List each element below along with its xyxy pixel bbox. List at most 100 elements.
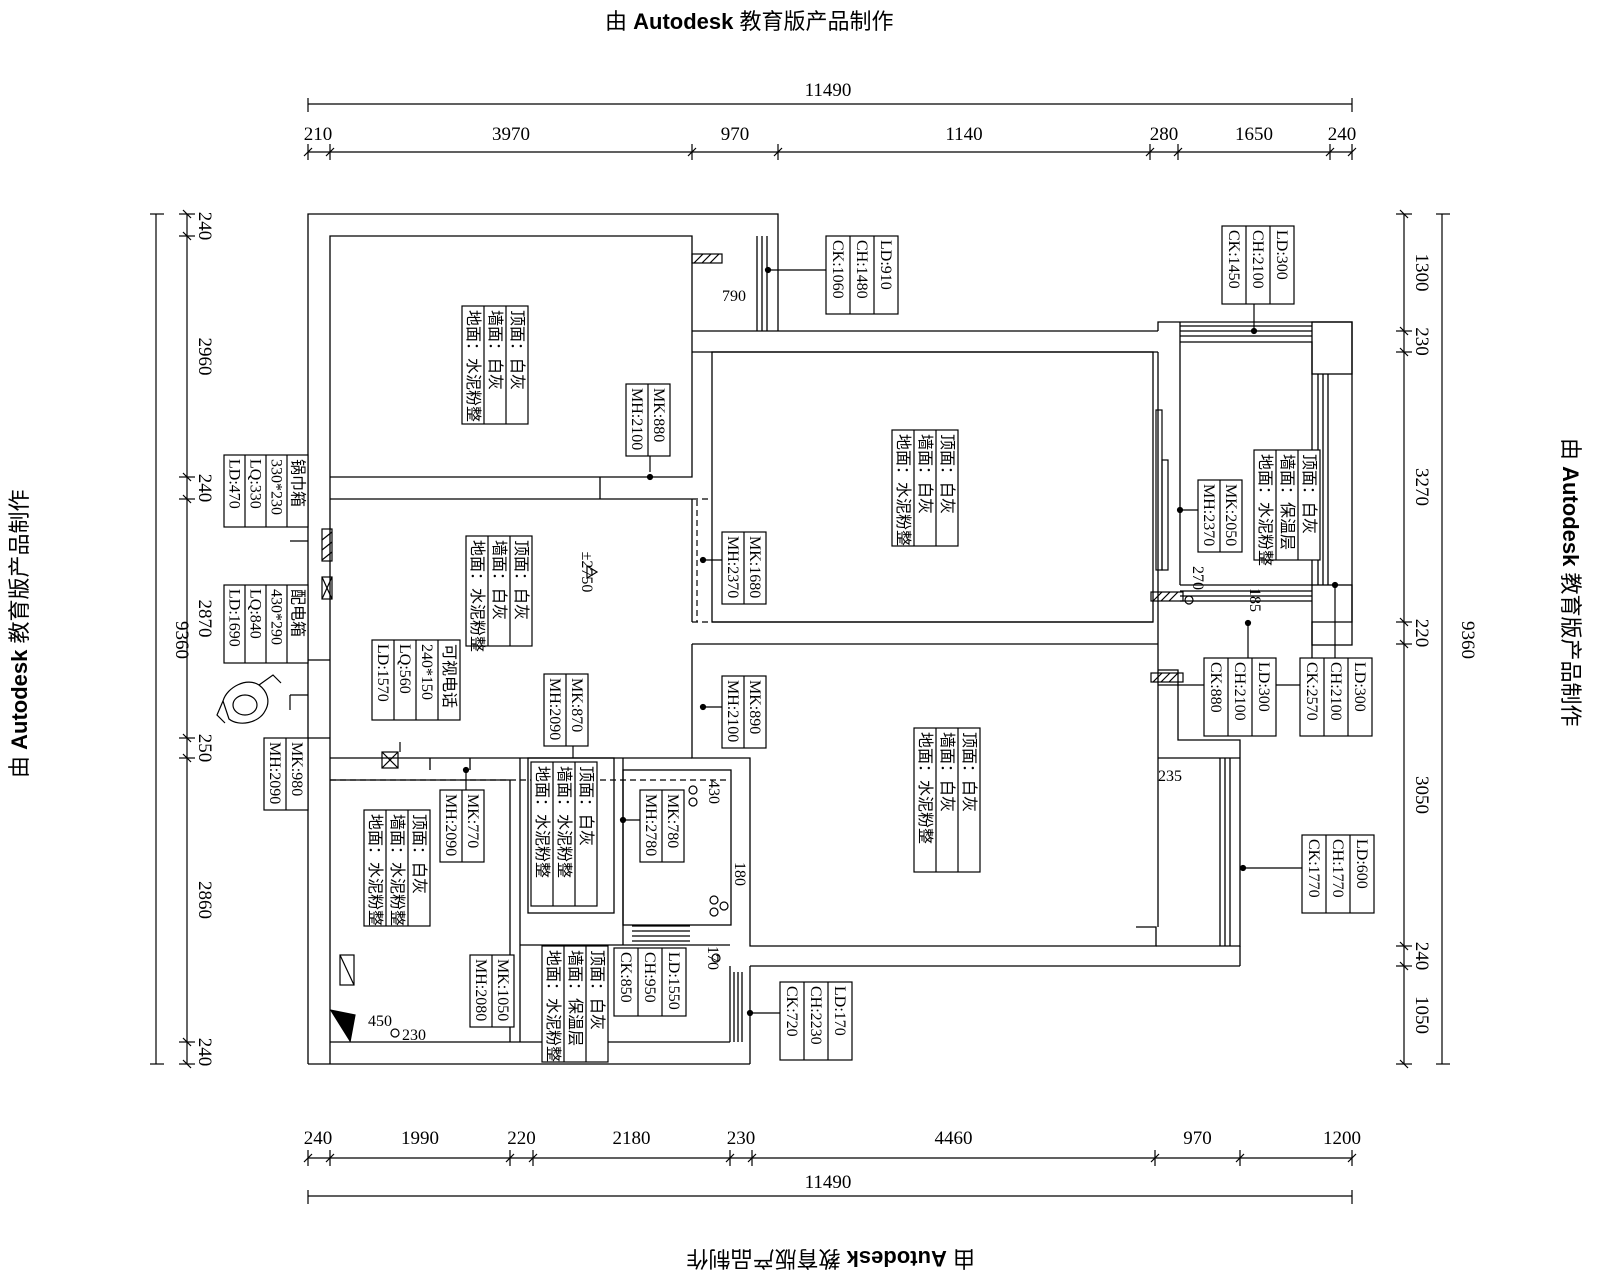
window-tag-right-line: LD:600 xyxy=(1353,839,1370,889)
level-mark-icon xyxy=(586,565,599,580)
equipment-tag-cabinet2-line: 430*290 xyxy=(268,589,285,645)
window-tag-balcony-corner-line: CH:2100 xyxy=(1327,662,1344,721)
room-finish-bedroom3-line: 顶面：白灰 xyxy=(960,732,978,812)
dim-label: 970 xyxy=(721,124,750,145)
dim-label: 210 xyxy=(304,124,333,145)
dim-label: 3050 xyxy=(1411,776,1432,814)
dim-total-width-top: 11490 xyxy=(805,80,852,101)
window-tag-bottom-bath-line: CK:720 xyxy=(783,986,800,1037)
room-finish-bedroom1-line: 地面：水泥粉整 xyxy=(464,310,482,422)
door-tag-living-line: MH:2090 xyxy=(546,678,563,740)
equipment-tag-cabinet1-line: 锅巾箱 xyxy=(289,459,307,507)
dim-label: 2860 xyxy=(194,881,215,919)
room-finish-bath-line: 墙面：水泥粉整 xyxy=(388,814,406,926)
dim-label: 1140 xyxy=(945,124,982,145)
window-tag-top-right-line: LD:300 xyxy=(1273,230,1290,280)
door-tag-bottom-line: MH:2080 xyxy=(472,959,489,1021)
equipment-tag-tv-line: LQ:560 xyxy=(396,644,413,694)
door-tag-balcony-line: MH:2370 xyxy=(1200,484,1217,546)
room-finish-hall-line: 墙面：水泥粉整 xyxy=(555,766,573,878)
room-finish-bedroom2-line: 顶面：白灰 xyxy=(938,434,956,514)
door-tag-kitchen: MK:780 MH:2780 xyxy=(639,789,685,863)
hatched-stubs xyxy=(321,253,1184,769)
equipment-tag-cabinet1-line: 330*230 xyxy=(268,459,285,515)
watermark-top: 由 Autodesk 教育版产品制作 xyxy=(605,4,894,36)
window-tag-top-small-line: CH:1480 xyxy=(853,240,870,299)
room-finish-kitchen-line: 墙面：保温层 xyxy=(566,950,584,1046)
door-tag-bath-line: MK:770 xyxy=(464,794,481,848)
door-tag-bottom-line: MK:1050 xyxy=(494,959,511,1021)
door-tag-entrance-line: MH:2090 xyxy=(266,742,283,804)
dim-label: 230 xyxy=(1411,327,1432,356)
small-mark: 185 xyxy=(1246,588,1263,612)
door-tag-bottom: MK:1050 MH:2080 xyxy=(469,954,515,1028)
room-finish-bath-line: 顶面：白灰 xyxy=(410,814,428,894)
room-finish-living-line: 墙面：白灰 xyxy=(490,540,508,620)
window-tag-balcony-corner-line: CK:2570 xyxy=(1303,662,1320,721)
dim-label: 240 xyxy=(1411,942,1432,971)
small-mark: 170 xyxy=(704,946,721,970)
dim-label: 240 xyxy=(304,1128,333,1149)
door-tag-bedroom1-line: MH:2100 xyxy=(628,388,645,450)
equipment-tag-tv-line: 240*150 xyxy=(418,644,435,700)
dim-label: 1050 xyxy=(1411,996,1432,1034)
room-finish-living-line: 地面：水泥粉整 xyxy=(468,540,486,652)
dim-label: 970 xyxy=(1183,1128,1212,1149)
dim-total-width-bottom: 11490 xyxy=(805,1172,852,1193)
room-finish-balcony-line: 墙面：保温层 xyxy=(1278,454,1296,550)
room-finish-bedroom1-line: 顶面：白灰 xyxy=(508,310,526,390)
small-mark: 270 xyxy=(1189,566,1206,590)
room-finish-bedroom2-line: 墙面：白灰 xyxy=(916,434,934,514)
small-mark: 430 xyxy=(705,780,722,804)
dim-label: 220 xyxy=(507,1128,536,1149)
window-tag-right-line: CK:1770 xyxy=(1305,839,1322,898)
door-tag-entrance: MK:980 MH:2090 xyxy=(263,737,309,811)
watermark-suffix: 教育版产品制作 xyxy=(739,9,894,34)
door-tag-entrance-line: MK:980 xyxy=(288,742,305,796)
window-tag-top-right-line: CH:2100 xyxy=(1249,230,1266,289)
watermark-prefix: 由 xyxy=(605,9,628,34)
room-finish-living-line: 顶面：白灰 xyxy=(512,540,530,620)
door-tag-bedroom3-line: MK:890 xyxy=(746,680,763,734)
dim-label: 240 xyxy=(1328,124,1357,145)
dim-label: 2870 xyxy=(194,600,215,638)
equipment-tag-cabinet1-line: LQ:330 xyxy=(247,459,264,509)
door-tag-kitchen-line: MH:2780 xyxy=(642,794,659,856)
door-tag-bedroom1-line: MK:880 xyxy=(650,388,667,442)
equipment-tag-tv-line: LD:1570 xyxy=(374,644,391,702)
window-tag-top-small-line: CK:1060 xyxy=(829,240,846,299)
room-finish-kitchen-line: 顶面：白灰 xyxy=(588,950,606,1030)
window-tag-balcony-corner: LD:300 CH:2100 CK:2570 xyxy=(1299,657,1373,737)
door-tag-bath-line: MH:2090 xyxy=(442,794,459,856)
dimension-lines xyxy=(150,98,1450,1204)
room-finish-bath-line: 地面：水泥粉整 xyxy=(366,814,384,926)
small-mark: 230 xyxy=(402,1027,426,1044)
window-tag-balcony-corner-line: LD:300 xyxy=(1351,662,1368,712)
window-tag-balcony-small-line: LD:300 xyxy=(1255,662,1272,712)
window-tag-bottom-kitchen-line: CH:950 xyxy=(641,952,658,1003)
window-tag-bottom-bath-line: LD:170 xyxy=(831,986,848,1036)
dim-label: 1200 xyxy=(1323,1128,1361,1149)
equipment-tag-tv-line: 可视电话 xyxy=(440,644,458,708)
window-tag-bottom-kitchen-line: CK:850 xyxy=(617,952,634,1003)
room-finish-bedroom1-line: 墙面：白灰 xyxy=(486,310,504,390)
walls xyxy=(307,213,1353,1065)
window-tag-bottom-kitchen-line: LD:1550 xyxy=(665,952,682,1010)
door-tag-bedroom1: MK:880 MH:2100 xyxy=(625,383,671,457)
small-mark: 235 xyxy=(1158,768,1182,785)
dim-label: 2180 xyxy=(613,1128,651,1149)
dim-label: 3270 xyxy=(1411,468,1432,506)
door-tag-kitchen-line: MK:780 xyxy=(664,794,681,848)
window-tag-balcony-small-line: CK:880 xyxy=(1207,662,1224,713)
